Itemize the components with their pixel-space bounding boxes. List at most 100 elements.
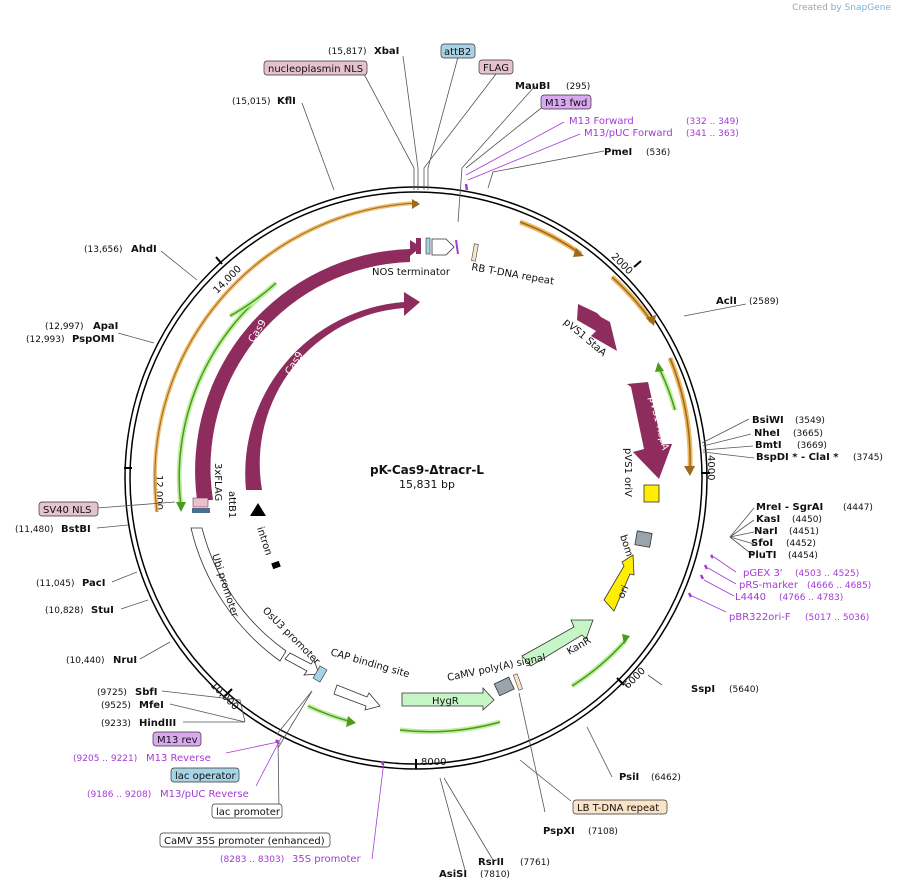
site-acli-name: AclI [716,296,737,307]
site-mrei-sgrai-name: MreI - SgrAI [756,502,823,513]
bom-block [634,530,653,548]
lb-repeat-box [572,799,668,815]
site-kfli-pos: (15,015) [232,97,271,107]
pvs1-staa-arrow [577,304,617,351]
primer-m13-reverse-pos: (9205 .. 9221) [73,754,137,764]
site-nrui-name: NruI [113,655,137,666]
tick-mark-2000 [633,260,642,268]
site-xbai-name: XbaI [374,46,399,57]
m13fwd-label: M13 fwd [545,98,587,109]
primer-m13-forward-name: M13 Forward [569,116,634,127]
primer-m13-reverse-name: M13 Reverse [146,753,211,764]
lac-operator-label: lac operator [175,771,236,782]
flag-box [478,59,514,75]
site-sbfi-pos: (9725) [97,688,127,698]
plasmid-name: pK-Cas9-Δtracr-L [370,463,484,477]
lb-repeat-block [512,673,524,691]
tick-mark-10000 [224,688,233,697]
site-nhei-name: NheI [754,428,780,439]
primer-m13-forward-pos: (332 .. 349) [686,117,739,127]
tick-6000: 6000 [622,666,648,692]
orf-right-3-head [684,466,695,476]
credit-prefix: Created by [792,3,842,13]
attb2-label: attB2 [444,47,471,58]
primer-pbr322-name: pBR322ori-F [729,612,791,623]
attb1-block [192,508,210,513]
lac-promoter-label: lac promoter [216,807,281,818]
primer-35s-name: 35S promoter [292,854,362,865]
site-sspi-pos: (5640) [729,685,759,695]
camv-35s-label: CaMV 35S promoter (enhanced) [164,836,325,847]
site-paci-pos: (11,045) [36,579,75,589]
site-stui-name: StuI [91,605,114,616]
cap-binding-label: CAP binding site [329,647,410,680]
site-maubi-pos: (295) [566,82,590,92]
lb-repeat-label: LB T-DNA repeat [577,803,659,814]
site-kasi-pos: (4450) [792,515,822,525]
kanr-arrow [521,619,594,667]
primer-m13puc-forward-pos: (341 .. 363) [686,129,739,139]
site-bstbi-name: BstBI [61,524,91,535]
nos-terminator-arrow [431,238,455,256]
orf-left-green [178,285,274,508]
site-sbfi-name: SbfI [135,687,157,698]
site-bmti-pos: (3669) [797,441,827,451]
site-mrei-sgrai-pos: (4447) [843,503,873,513]
primer-ticks [275,183,715,766]
primer-m13puc-reverse-name: M13/pUC Reverse [160,789,249,800]
plasmid-size: 15,831 bp [399,478,455,491]
orf-br-green [571,639,627,687]
m13rev-box [152,731,202,747]
leader-lines [96,55,755,871]
site-mfei-pos: (9525) [101,701,131,711]
flag-block [425,237,431,255]
site-mfei-name: MfeI [139,700,164,711]
site-psii-pos: (6462) [651,773,681,783]
primer-leaders [225,121,737,860]
orf-bottom-1 [399,721,501,733]
ori-label: ori [616,584,631,600]
orf-top-left-head [412,199,420,209]
site-rsrii-name: RsrII [478,857,504,868]
site-sfoi-name: SfoI [751,538,773,549]
nos-terminator-label: NOS terminator [372,267,451,278]
primer-prs-marker-pos: (4666 .. 4685) [807,581,871,591]
site-bsiwi-pos: (3549) [795,416,825,426]
rb-repeat-block [471,243,479,262]
orf-left-green-head [176,502,186,512]
site-paci-name: PacI [82,578,105,589]
m13fwd-tick [455,239,459,255]
cas9-outer-arrow [195,240,421,500]
site-psii-name: PsiI [619,772,639,783]
3xflag-block [192,497,209,508]
rb-repeat-label: RB T-DNA repeat [470,262,554,287]
orf-right-3-halo [667,357,693,471]
lac-promoter-box [211,803,283,819]
tick-10000: 10,000 [208,680,241,713]
cas9-inner-arrow [245,292,420,490]
pvs1-repa-arrow [627,382,672,479]
primer-m13puc-forward-name: M13/pUC Forward [584,128,673,139]
orf-right-green-head [655,362,664,372]
primer-l4440-pos: (4766 .. 4783) [779,593,843,603]
site-pluti-name: PluTI [748,550,776,561]
m13rev-label: M13 rev [157,735,198,746]
camv-polya-label: CaMV poly(A) signal [446,652,546,684]
camv-polya-block [493,676,515,697]
site-pspxi-pos: (7108) [588,827,618,837]
site-ahdi-name: AhdI [131,244,157,255]
orf-right-2-head [646,315,656,326]
site-bspdi-clai-name: BspDI * - ClaI * [756,452,839,463]
camv-35s-block [312,665,328,683]
attb1-label: attB1 [226,491,237,518]
site-nrui-pos: (10,440) [66,656,105,666]
3xflag-label: 3xFLAG [212,463,223,501]
orf-br-green-head [622,634,630,644]
snapgene-credit: Created by SnapGene [792,3,891,13]
site-asisi-name: AsiSI [439,869,467,880]
site-nhei-pos: (3665) [793,429,823,439]
lac-operator-box [170,767,240,783]
site-ahdi-pos: (13,656) [84,245,123,255]
site-rsrii-pos: (7761) [520,858,550,868]
site-bsiwi-name: BsiWI [752,415,784,426]
